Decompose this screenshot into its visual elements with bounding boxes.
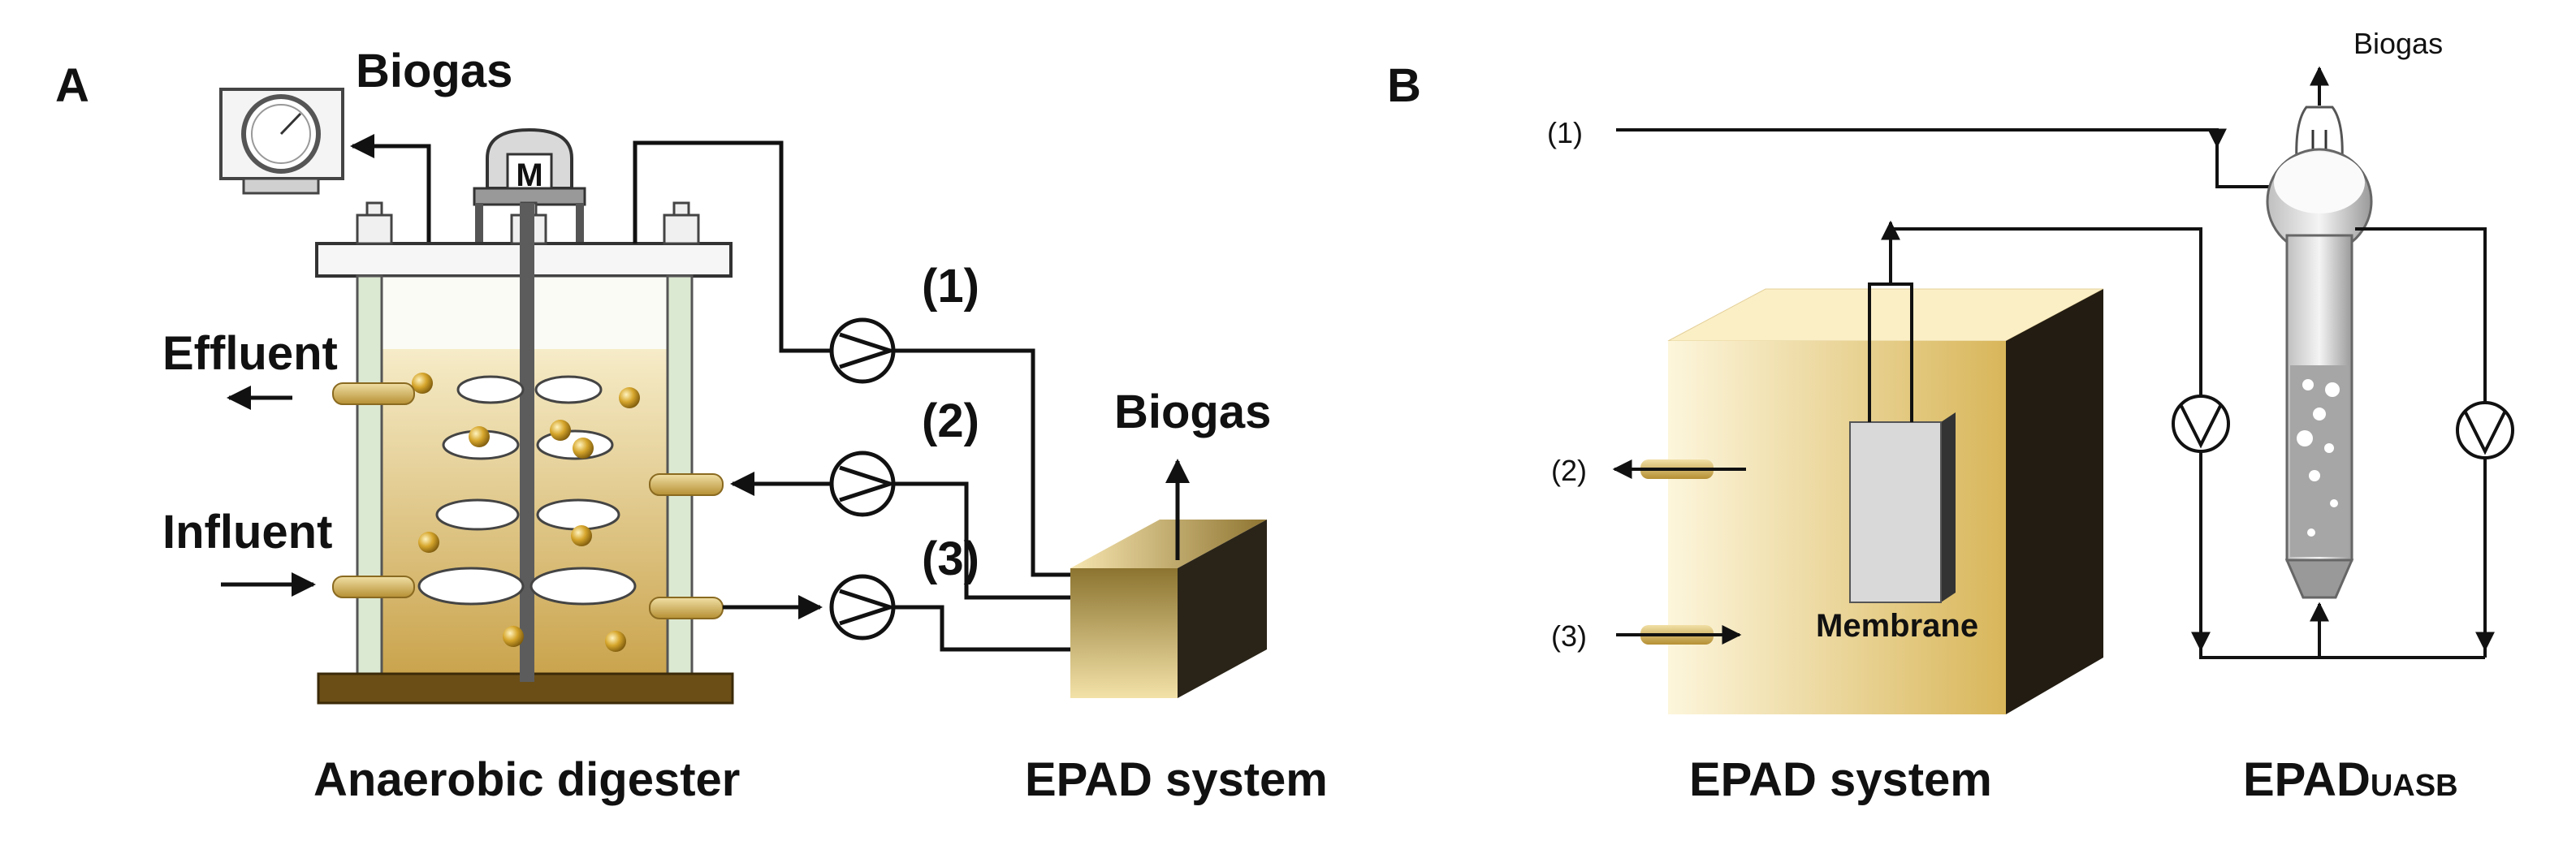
uasb-recycle-line — [2371, 227, 2487, 658]
b-pump-icon-right — [2456, 401, 2514, 459]
line-1-to-epad — [895, 348, 1070, 577]
sludge-granules — [412, 373, 640, 652]
b-port-2-label: (2) — [1551, 454, 1587, 487]
epad-caption-a: EPAD system — [1025, 753, 1328, 806]
epad-biogas-label: Biogas — [1114, 386, 1271, 438]
effluent-label: Effluent — [162, 327, 338, 380]
port-3-label: (3) — [922, 533, 979, 585]
uasb-caption: EPADUASB — [2243, 753, 2458, 806]
line-2-from-epad — [895, 481, 1070, 600]
port-1-label: (1) — [922, 260, 979, 313]
stirrer-shaft — [520, 203, 534, 682]
b-line-1 — [1616, 128, 2227, 149]
b-line-1-into-reactor — [2215, 146, 2274, 188]
panel-a-letter: A — [55, 59, 89, 112]
uasb-caption-sub: UASB — [2371, 769, 2458, 803]
membrane-label: Membrane — [1816, 608, 1978, 644]
epad-cube-small — [1070, 520, 1267, 698]
motor-icon — [473, 127, 586, 206]
panel-b-letter: B — [1387, 59, 1421, 112]
column-left — [356, 274, 383, 684]
b-port-1-label: (1) — [1547, 116, 1583, 149]
line-3-to-epad — [895, 605, 1070, 652]
b-port-3-label: (3) — [1551, 619, 1587, 653]
port-2-label: (2) — [922, 395, 979, 447]
uasb-bubbles — [2297, 379, 2340, 537]
pump-icon-1 — [829, 317, 897, 384]
uasb-caption-main: EPAD — [2243, 753, 2371, 806]
uasb-bottom-line — [2199, 382, 2485, 659]
pump-icon-2 — [829, 451, 897, 517]
influent-label: Influent — [162, 506, 332, 559]
biogas-outlet-line — [350, 134, 431, 244]
motor-label: M — [516, 157, 542, 193]
epad-caption-b: EPAD system — [1689, 753, 1992, 806]
spacer-line — [895, 484, 1070, 536]
uasb-biogas-label: Biogas — [2353, 27, 2443, 60]
digester-caption: Anaerobic digester — [313, 753, 740, 806]
digester-ports — [332, 382, 724, 619]
biogas-meter-icon — [219, 88, 344, 195]
motor-frame — [475, 203, 584, 244]
membrane-module — [1849, 412, 1956, 603]
biogas-label-top: Biogas — [356, 45, 512, 97]
line-1 — [633, 140, 830, 353]
b-pump-icon-left — [2172, 395, 2230, 453]
pump-icon-3 — [829, 574, 897, 640]
uasb-reactor — [2266, 106, 2373, 599]
